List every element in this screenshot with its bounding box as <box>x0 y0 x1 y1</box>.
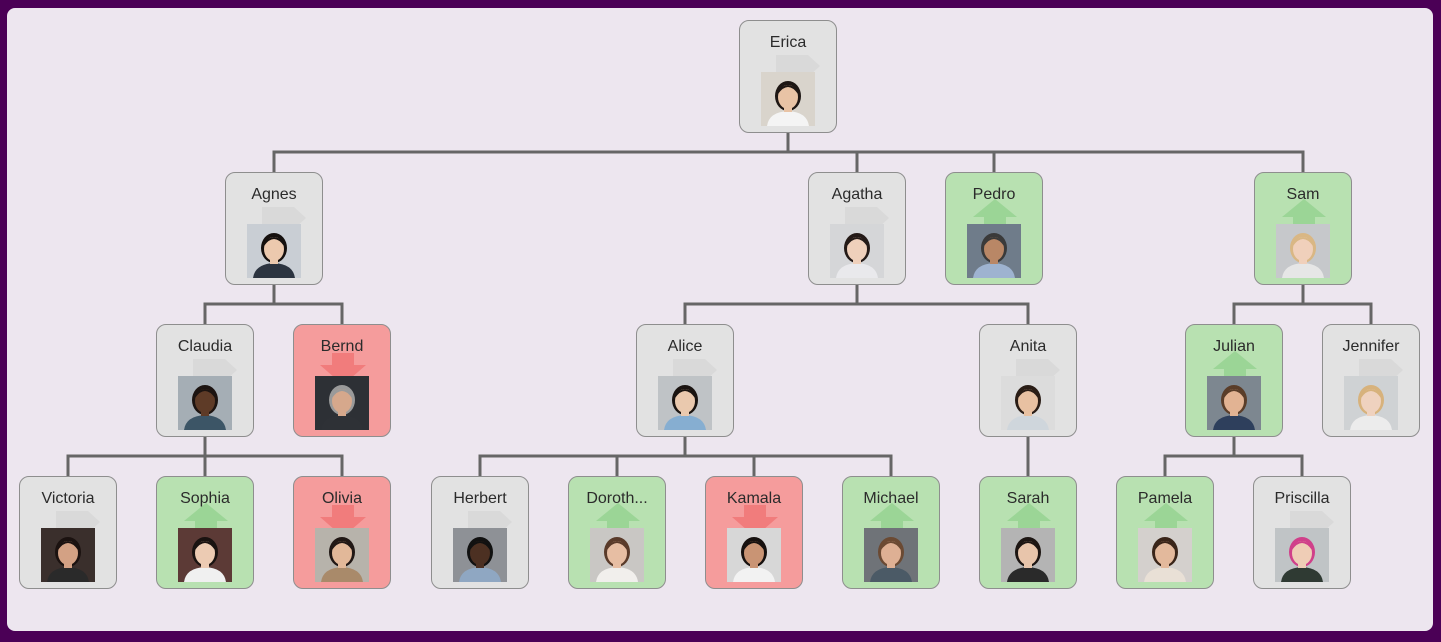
arrow-up-icon <box>946 173 1042 284</box>
node-dorothy[interactable]: Doroth... <box>568 476 666 589</box>
node-name: Priscilla <box>1274 490 1330 507</box>
node-name: Kamala <box>726 490 782 507</box>
avatar <box>453 528 507 582</box>
node-name: Bernd <box>320 338 364 355</box>
node-name: Michael <box>863 490 919 507</box>
arrow-up-icon <box>569 477 665 588</box>
avatar <box>590 528 644 582</box>
arrow-right-icon <box>157 325 253 436</box>
arrow-right-icon <box>637 325 733 436</box>
node-name: Pedro <box>972 186 1016 203</box>
arrow-up-icon <box>1186 325 1282 436</box>
avatar <box>1001 376 1055 430</box>
node-name: Sam <box>1286 186 1320 203</box>
avatar <box>1275 528 1329 582</box>
node-name: Pamela <box>1137 490 1193 507</box>
node-sophia[interactable]: Sophia <box>156 476 254 589</box>
node-agnes[interactable]: Agnes <box>225 172 323 285</box>
arrow-up-icon <box>980 477 1076 588</box>
avatar <box>41 528 95 582</box>
avatar <box>247 224 301 278</box>
arrow-up-icon <box>843 477 939 588</box>
node-alice[interactable]: Alice <box>636 324 734 437</box>
node-olivia[interactable]: Olivia <box>293 476 391 589</box>
node-herbert[interactable]: Herbert <box>431 476 529 589</box>
node-erica[interactable]: Erica <box>739 20 837 133</box>
node-pedro[interactable]: Pedro <box>945 172 1043 285</box>
node-name: Victoria <box>41 490 95 507</box>
node-name: Sophia <box>180 490 230 507</box>
node-bernd[interactable]: Bernd <box>293 324 391 437</box>
node-michael[interactable]: Michael <box>842 476 940 589</box>
node-claudia[interactable]: Claudia <box>156 324 254 437</box>
node-priscilla[interactable]: Priscilla <box>1253 476 1351 589</box>
avatar <box>658 376 712 430</box>
arrow-down-icon <box>294 325 390 436</box>
node-julian[interactable]: Julian <box>1185 324 1283 437</box>
arrow-down-icon <box>706 477 802 588</box>
arrow-right-icon <box>1323 325 1419 436</box>
arrow-right-icon <box>809 173 905 284</box>
node-jennifer[interactable]: Jennifer <box>1322 324 1420 437</box>
node-name: Erica <box>769 34 807 51</box>
avatar <box>967 224 1021 278</box>
node-name: Herbert <box>453 490 507 507</box>
avatar <box>178 376 232 430</box>
arrow-right-icon <box>20 477 116 588</box>
avatar <box>830 224 884 278</box>
node-pamela[interactable]: Pamela <box>1116 476 1214 589</box>
node-name: Olivia <box>321 490 362 507</box>
node-name: Julian <box>1213 338 1255 355</box>
arrow-down-icon <box>294 477 390 588</box>
node-sam[interactable]: Sam <box>1254 172 1352 285</box>
avatar <box>315 376 369 430</box>
avatar <box>1344 376 1398 430</box>
node-kamala[interactable]: Kamala <box>705 476 803 589</box>
node-name: Jennifer <box>1342 338 1400 355</box>
node-sarah[interactable]: Sarah <box>979 476 1077 589</box>
avatar <box>1138 528 1192 582</box>
arrow-right-icon <box>432 477 528 588</box>
arrow-up-icon <box>1117 477 1213 588</box>
avatar <box>1276 224 1330 278</box>
node-agatha[interactable]: Agatha <box>808 172 906 285</box>
arrow-up-icon <box>1255 173 1351 284</box>
arrow-up-icon <box>157 477 253 588</box>
node-name: Agatha <box>831 186 883 203</box>
avatar <box>761 72 815 126</box>
arrow-right-icon <box>226 173 322 284</box>
avatar <box>315 528 369 582</box>
node-name: Anita <box>1009 338 1047 355</box>
node-anita[interactable]: Anita <box>979 324 1077 437</box>
arrow-right-icon <box>1254 477 1350 588</box>
node-victoria[interactable]: Victoria <box>19 476 117 589</box>
node-name: Agnes <box>251 186 297 203</box>
node-name: Sarah <box>1006 490 1050 507</box>
arrow-right-icon <box>980 325 1076 436</box>
node-name: Claudia <box>177 338 233 355</box>
avatar <box>864 528 918 582</box>
node-name: Doroth... <box>586 490 648 507</box>
node-name: Alice <box>667 338 703 355</box>
avatar <box>178 528 232 582</box>
avatar <box>727 528 781 582</box>
arrow-right-icon <box>740 21 836 132</box>
avatar <box>1001 528 1055 582</box>
avatar <box>1207 376 1261 430</box>
